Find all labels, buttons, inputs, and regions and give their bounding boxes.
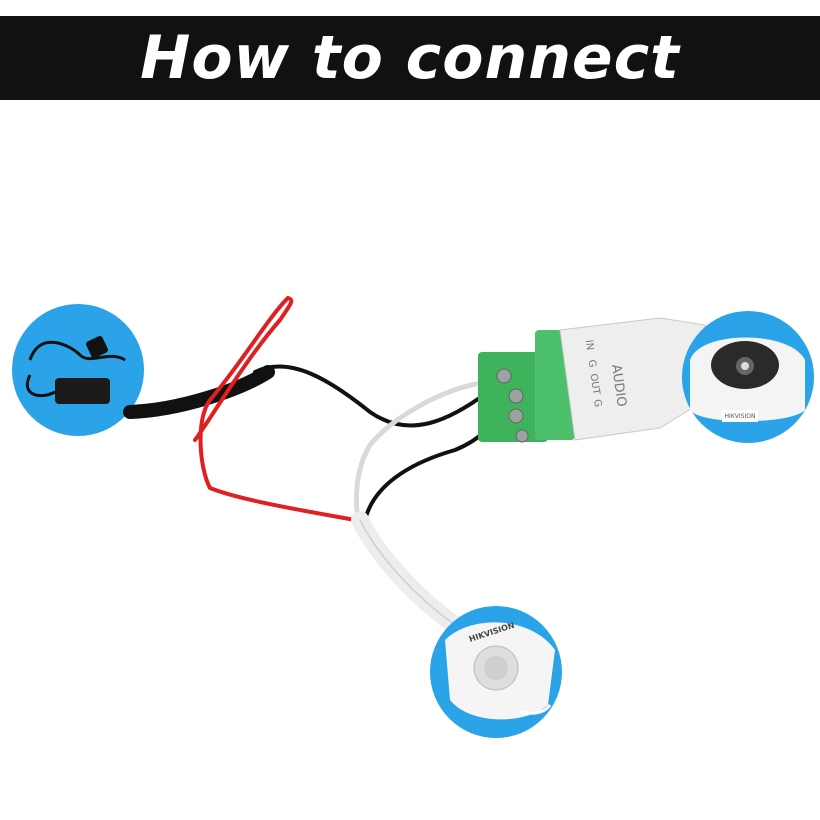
title-banner: How to connect — [0, 16, 820, 100]
mic-cable — [351, 511, 464, 634]
pin-label-out: OUT — [588, 373, 602, 397]
pin-label-g2: G — [591, 399, 603, 408]
camera-badge: HIKVISION — [725, 413, 756, 420]
pin-label-g1: G — [586, 359, 598, 368]
white-wire — [353, 379, 491, 523]
pin-label-in: IN — [583, 339, 595, 351]
dome-camera-icon: HIKVISION — [682, 311, 814, 443]
adapter-audio-label: AUDIO — [608, 363, 629, 407]
page-title: How to connect — [140, 23, 680, 93]
power-adapter-icon — [12, 304, 144, 436]
power-cable — [123, 365, 275, 419]
terminal-block-icon — [478, 330, 575, 443]
microphone-icon: HIKVISION — [430, 606, 562, 738]
red-wire — [193, 295, 357, 522]
black-wire-power — [253, 364, 490, 428]
